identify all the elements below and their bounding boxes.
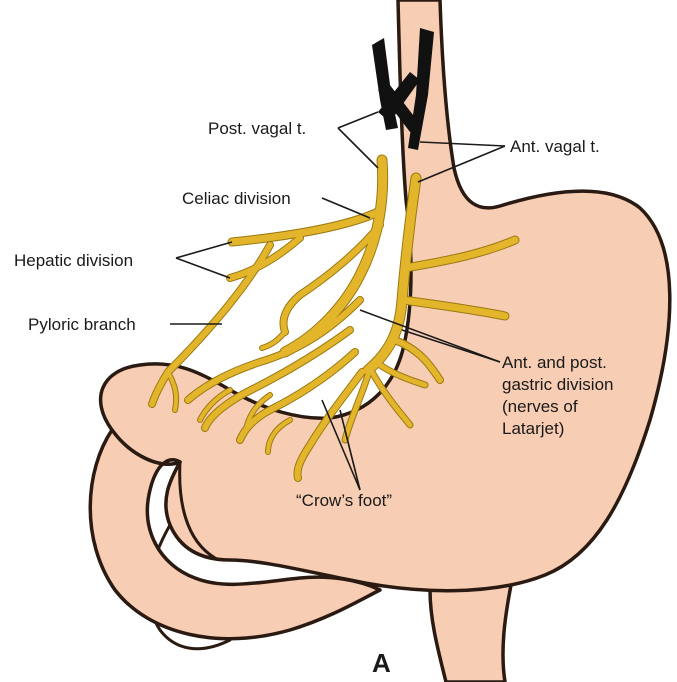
label-gastric-4: Latarjet) [502,419,564,438]
figure-letter: A [372,648,391,678]
label-pyloric: Pyloric branch [28,315,136,334]
duodenum [430,580,512,682]
label-post-vagal: Post. vagal t. [208,119,306,138]
label-ant-vagal: Ant. vagal t. [510,137,600,156]
label-celiac: Celiac division [182,189,291,208]
label-gastric-2: gastric division [502,375,614,394]
label-gastric-1: Ant. and post. [502,353,607,372]
label-gastric-3: (nerves of [502,397,578,416]
label-hepatic: Hepatic division [14,251,133,270]
label-crows-foot: “Crow’s foot” [296,491,392,510]
